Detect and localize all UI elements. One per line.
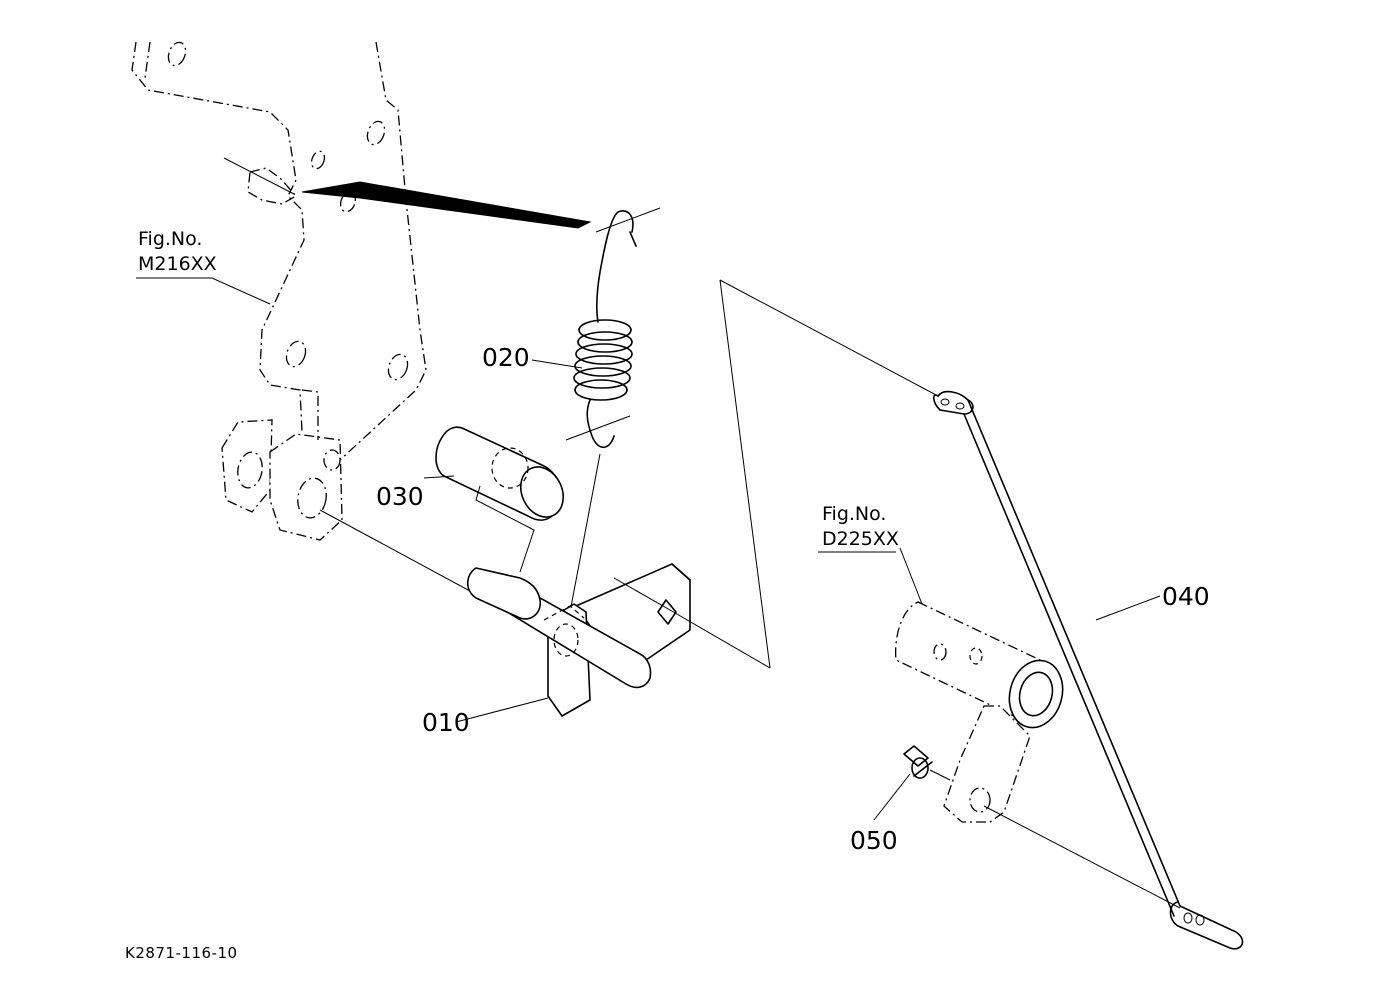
spring-part-020 bbox=[531, 207, 661, 613]
ref1-number: M216XX bbox=[138, 253, 217, 275]
ref2-caption: Fig.No. bbox=[822, 503, 887, 525]
rod-part-040 bbox=[719, 279, 1244, 950]
ref2-number: D225XX bbox=[822, 528, 899, 550]
part-label-010: 010 bbox=[422, 708, 470, 737]
drawing-id: K2871-116-10 bbox=[125, 944, 238, 962]
assembly-arrow bbox=[301, 181, 592, 229]
part-label-030: 030 bbox=[376, 482, 424, 511]
part-label-020: 020 bbox=[482, 343, 530, 372]
sleeve-part-030 bbox=[423, 426, 564, 573]
arm-bracket-reference bbox=[894, 547, 1181, 909]
part-label-040: 040 bbox=[1162, 582, 1210, 611]
ref1-caption: Fig.No. bbox=[138, 228, 203, 250]
reference-leaders bbox=[136, 277, 896, 553]
part-label-050: 050 bbox=[850, 826, 898, 855]
lever-part-010 bbox=[319, 509, 771, 723]
frame-bracket-reference bbox=[131, 41, 427, 541]
pin-part-050 bbox=[873, 745, 951, 821]
